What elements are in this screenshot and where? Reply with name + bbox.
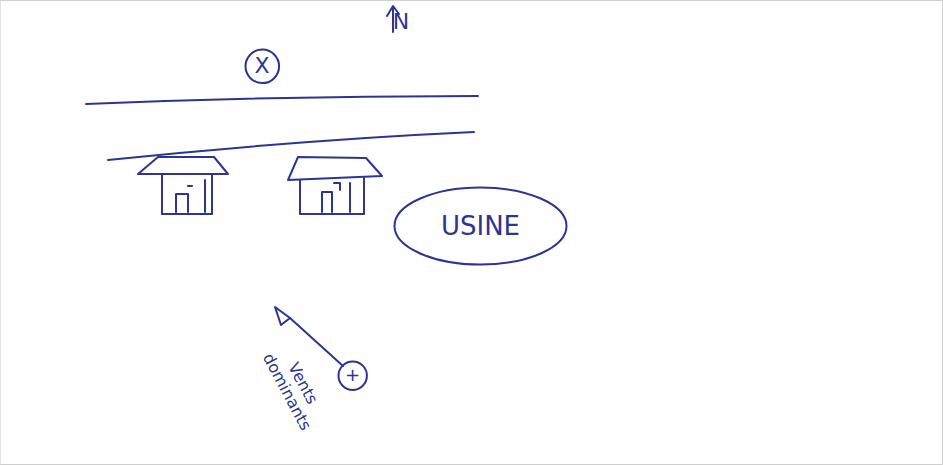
location-marker: X: [244, 48, 281, 85]
factory-zone: USINE: [393, 186, 568, 266]
wind-label: Vents dominants: [256, 335, 334, 440]
north-label: N: [386, 10, 416, 34]
house: [288, 157, 382, 214]
circle-outline: [338, 361, 366, 389]
road-edge: [86, 96, 478, 104]
node-label: X: [254, 55, 269, 77]
node-label: USINE: [441, 213, 520, 239]
ellipse-outline: [395, 188, 567, 265]
node-label: +: [345, 366, 360, 384]
wind-origin-marker: +: [337, 360, 368, 391]
road-edge: [108, 132, 474, 160]
house: [138, 157, 228, 214]
circle-outline: [245, 49, 279, 83]
